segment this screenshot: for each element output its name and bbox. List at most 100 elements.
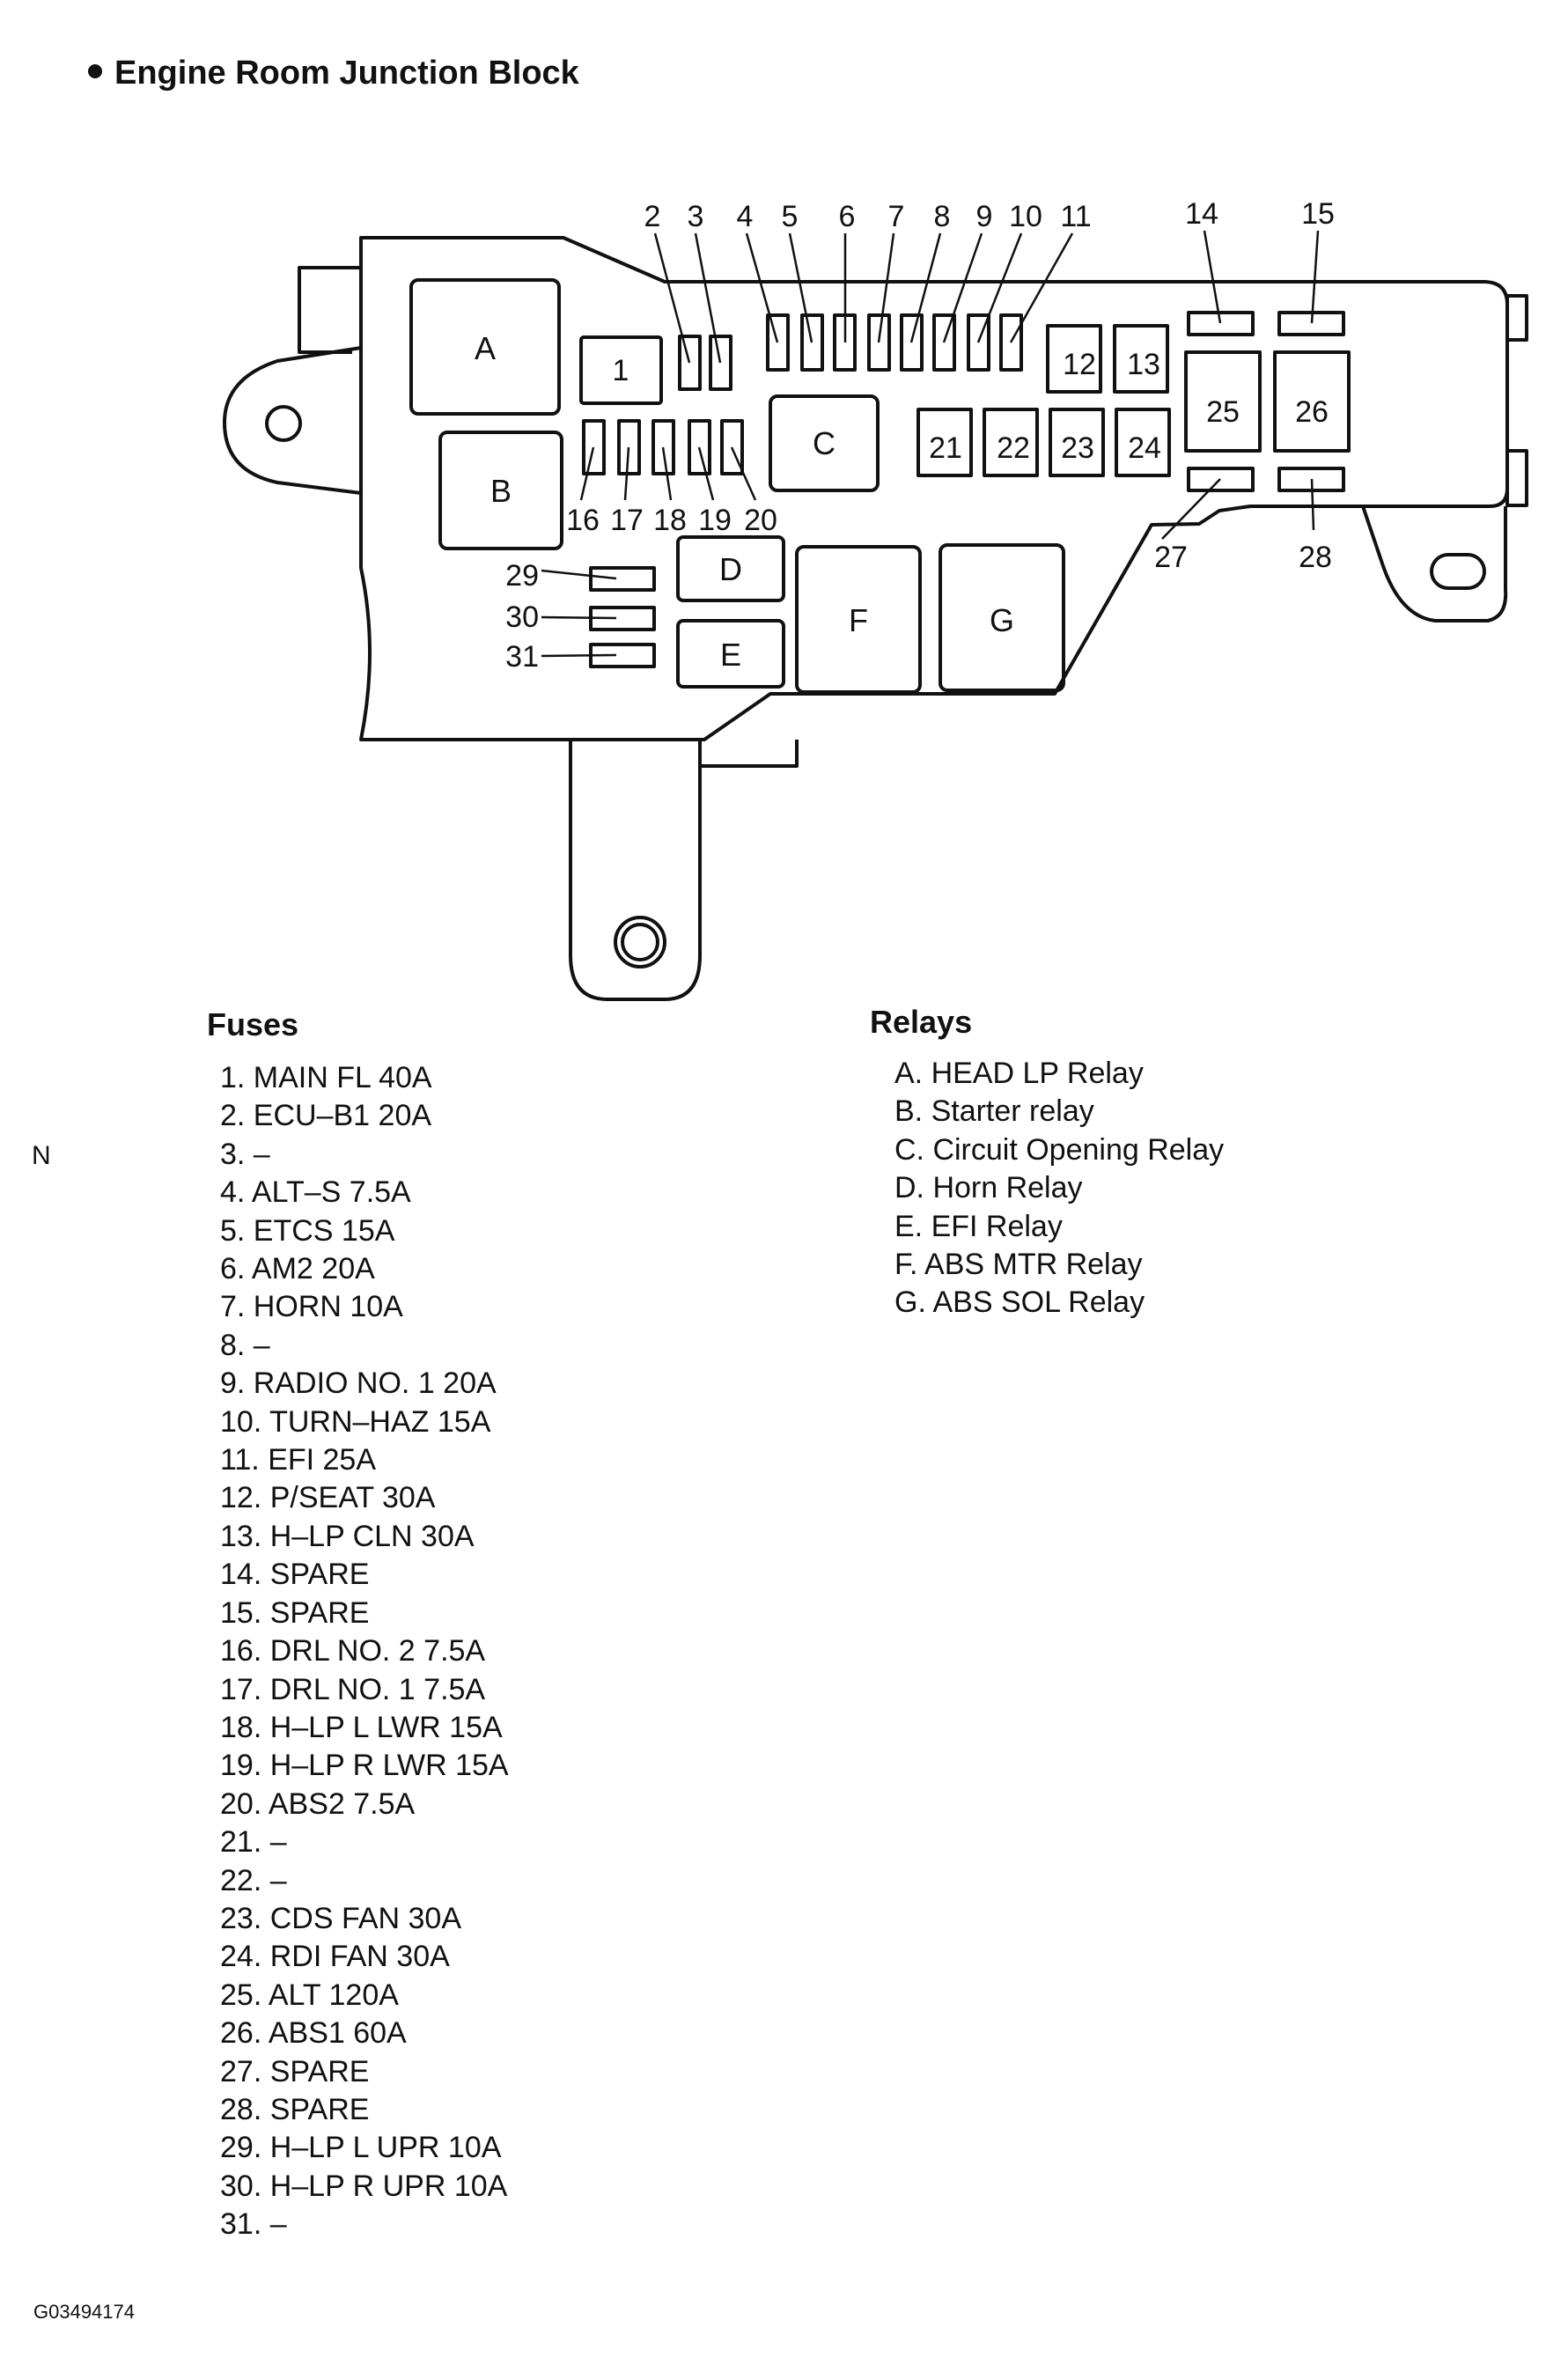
fuse-list-item: 22. – — [220, 1863, 287, 1897]
relay-list-item: F. ABS MTR Relay — [894, 1248, 1143, 1282]
right-ear-slot — [1430, 553, 1486, 590]
fuse-list-item: 27. SPARE — [220, 2054, 370, 2088]
leader-10 — [976, 232, 1023, 343]
fuse-list-item: 7. HORN 10A — [220, 1290, 403, 1324]
fuse-list-item: 6. AM2 20A — [220, 1252, 375, 1286]
fuse-25-box — [1184, 350, 1262, 453]
left-mounting-ear — [223, 346, 362, 495]
fuse-19-box — [688, 419, 711, 475]
relay-a-box — [409, 278, 561, 416]
leader-18 — [661, 446, 673, 501]
leader-16 — [579, 446, 595, 501]
fuse-10-box — [967, 313, 990, 372]
fuse-7-box — [867, 313, 891, 372]
fuse-26-label: 26 — [1295, 395, 1329, 429]
fuse-list-item: 23. CDS FAN 30A — [220, 1901, 462, 1935]
fuse-list-item: 19. H–LP R LWR 15A — [220, 1749, 509, 1783]
leader-2 — [653, 232, 691, 364]
fuse-28-label: 28 — [1299, 541, 1332, 574]
fuse-list-item: 18. H–LP L LWR 15A — [220, 1710, 503, 1744]
fuse-14-box — [1187, 311, 1255, 336]
fuse-22-box — [983, 408, 1039, 477]
leader-3 — [694, 232, 722, 364]
fuse-20-box — [720, 419, 744, 475]
leader-5 — [788, 232, 813, 343]
leader-28 — [1310, 478, 1315, 531]
fuse-list-item: 10. TURN–HAZ 15A — [220, 1404, 491, 1439]
top-left-tab — [298, 266, 361, 354]
fuse-5-box — [800, 313, 824, 372]
fuse-list-item: 17. DRL NO. 1 7.5A — [220, 1672, 486, 1706]
fuse-18-label: 18 — [653, 504, 687, 537]
fuse-12-box — [1046, 324, 1102, 394]
page-title: Engine Room Junction Block — [88, 55, 579, 92]
relay-b-box — [438, 431, 563, 550]
fuse-18-box — [651, 419, 675, 475]
fuse-27-box — [1187, 467, 1255, 492]
fuse-13-box — [1113, 324, 1169, 394]
fuse-list-item: 31. – — [220, 2207, 287, 2242]
fuse-29-box — [589, 566, 656, 592]
fuse-10-label: 10 — [1009, 200, 1042, 233]
leader-19 — [697, 446, 715, 501]
bottom-leg-hole-outer — [614, 916, 666, 969]
fuse-7-label: 7 — [888, 200, 905, 233]
fuse-list-item: 24. RDI FAN 30A — [220, 1940, 450, 1974]
fuse-21-box — [917, 408, 973, 477]
leader-4 — [745, 232, 779, 343]
fuse-5-label: 5 — [782, 200, 799, 233]
fuse-31-label: 31 — [505, 640, 539, 674]
left-ear-hole — [265, 405, 302, 442]
fuse-9-label: 9 — [976, 200, 993, 233]
fuse-list-item: 29. H–LP L UPR 10A — [220, 2131, 502, 2165]
leader-31 — [541, 653, 617, 658]
fuse-16-label: 16 — [566, 504, 600, 537]
fuse-list-item: 16. DRL NO. 2 7.5A — [220, 1634, 486, 1669]
fuse-list-item: 9. RADIO NO. 1 20A — [220, 1366, 497, 1401]
leader-7 — [877, 232, 895, 343]
fuse-list-item: 4. ALT–S 7.5A — [220, 1175, 411, 1210]
leader-20 — [730, 446, 757, 501]
fuse-22-label: 22 — [997, 431, 1030, 465]
fuse-23-label: 23 — [1061, 431, 1094, 465]
fuse-9-box — [932, 313, 956, 372]
bottom-leg-hole-inner — [621, 923, 659, 961]
leader-14 — [1203, 230, 1222, 324]
leader-30 — [541, 615, 617, 620]
fuse-17-label: 17 — [610, 504, 644, 537]
fuse-29-label: 29 — [505, 559, 539, 593]
fuse-13-label: 13 — [1127, 348, 1160, 381]
relay-list-item: A. HEAD LP Relay — [894, 1057, 1144, 1090]
side-mark: N — [32, 1141, 51, 1170]
fuse-list-item: 30. H–LP R UPR 10A — [220, 2169, 508, 2203]
relay-list-item: D. Horn Relay — [894, 1171, 1083, 1205]
bullet-icon — [88, 63, 102, 78]
fuse-list-item: 11. EFI 25A — [220, 1443, 377, 1477]
relay-d-label: D — [719, 551, 742, 587]
fuse-list-item: 20. ABS2 7.5A — [220, 1786, 416, 1821]
fuse-16-box — [582, 419, 606, 475]
fuse-11-box — [999, 313, 1023, 372]
junction-block-diagram: A B C D E F G 1 2 3 4 5 6 7 8 9 10 11 12… — [223, 197, 1528, 1001]
fuse-27-label: 27 — [1154, 541, 1188, 574]
bottom-mounting-leg — [569, 740, 702, 1001]
relay-e-box — [676, 619, 785, 689]
relay-a-label: A — [475, 330, 496, 366]
fuse-15-box — [1277, 311, 1345, 336]
fuse-4-label: 4 — [737, 200, 754, 233]
relays-heading: Relays — [870, 1004, 973, 1040]
fuse-list-item: 5. ETCS 15A — [220, 1213, 395, 1248]
relay-d-box — [676, 535, 785, 602]
fuse-1-box — [579, 335, 663, 405]
fuse-1-label: 1 — [613, 354, 629, 387]
fuse-list-item: 21. – — [220, 1825, 287, 1860]
bottom-clip — [698, 740, 799, 768]
fuse-6-label: 6 — [839, 200, 856, 233]
leader-11 — [1009, 232, 1074, 343]
fuse-30-label: 30 — [505, 600, 539, 634]
fuse-15-label: 15 — [1301, 197, 1335, 231]
relay-list-item: E. EFI Relay — [894, 1209, 1063, 1243]
right-tab-upper — [1505, 294, 1528, 342]
